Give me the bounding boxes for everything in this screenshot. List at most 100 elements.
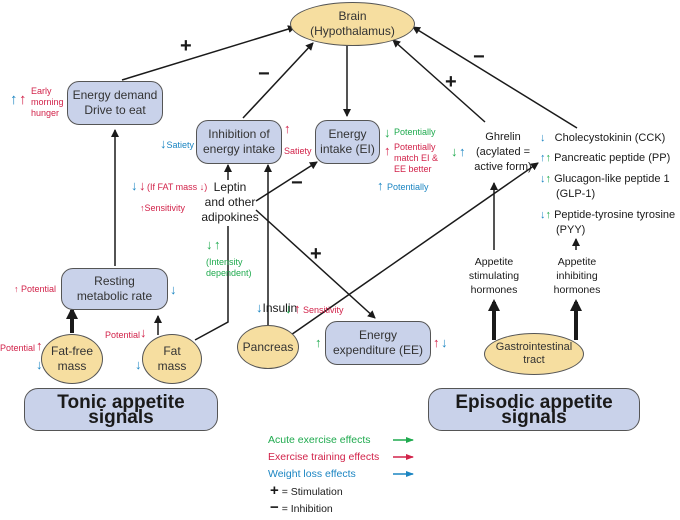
sensitivity-up-arrow-icon: ↑: [140, 203, 145, 213]
minus-sign-intake: −: [291, 172, 303, 194]
ei-match-training: Potentially match EI & EE better: [394, 142, 438, 175]
insulin-down-arrow-icon: ↓: [256, 300, 263, 315]
minus-icon: −: [270, 499, 279, 516]
rmr-label-1: Resting: [94, 274, 135, 288]
if-fat-mass-text: (If FAT mass: [147, 182, 198, 192]
plus-sign-expenditure: +: [310, 243, 322, 265]
fat-label-1: Fat: [163, 344, 181, 358]
rmr-up-arrow-icon: ↑: [14, 284, 19, 294]
legend-training: Exercise training effects: [268, 451, 380, 463]
pp-up-arrow-icon: ↑: [540, 152, 546, 164]
match-text-2: match EI &: [394, 153, 439, 163]
satiety-training: Satiety: [284, 146, 312, 156]
early-text: Early: [31, 86, 52, 96]
ghrelin-label-2: (acylated =: [475, 146, 531, 158]
hormone-pyy-abbr: (PYY): [556, 223, 585, 238]
ei-potentially-weightloss: Potentially: [387, 182, 429, 192]
tonic-label: Tonic appetite signals: [57, 391, 185, 428]
inhibition-text: = Inhibition: [281, 503, 333, 515]
hormone-glp1: ↓↑ Glucagon-like peptide 1: [540, 172, 670, 187]
ghrelin-label-3: active form): [474, 161, 532, 173]
if-fat-mass-note: (If FAT mass ↓): [147, 182, 208, 192]
ghrelin-up-arrow-icon: ↑: [459, 144, 466, 159]
stim-label-3: hormones: [470, 284, 518, 296]
leptin-down-arrow-blue-icon: ↓: [131, 178, 138, 193]
satiety-blue-text: Satiety: [166, 140, 195, 150]
ei-up-arrow-blue-icon: ↑: [377, 178, 384, 193]
glp1-abbr-text: (GLP-1): [556, 188, 596, 200]
ghrelin-down-arrow-icon: ↓: [451, 144, 458, 159]
ffm-up-arrow-icon: ↑: [36, 338, 43, 353]
match-text-1: Potentially: [394, 142, 436, 152]
edge-ghrelin-to-brain: [392, 39, 486, 123]
ei-down-arrow-icon: ↓: [384, 125, 391, 140]
tonic-signals-box: Tonic appetite signals: [24, 388, 218, 431]
pyy-text: Peptide-tyrosine tyrosine: [554, 209, 676, 221]
edge-pancreas-to-pp: [287, 162, 539, 338]
fat-label-2: mass: [157, 359, 187, 373]
appetite-inhibiting-node: Appetite inhibiting hormones: [543, 255, 611, 297]
brain-node: Brain(Hypothalamus): [290, 2, 415, 46]
rmr-potential: ↑ Potential: [14, 284, 56, 295]
leptin-label-3: adipokines: [201, 210, 259, 224]
rmr-down-arrow-icon: ↓: [170, 282, 177, 297]
hormone-pp: ↑↑ Pancreatic peptide (PP): [540, 151, 670, 166]
glp1-up-arrow-icon: ↑: [545, 173, 552, 185]
hormone-pyy: ↓↑ Peptide-tyrosine tyrosine: [540, 208, 675, 223]
inhibition-label-1: Inhibition of: [208, 127, 270, 141]
leptin-down-arrow-red-icon: ↓: [139, 178, 146, 193]
stim-label-1: Appetite: [474, 256, 514, 268]
demand-up-arrow-red-icon: ↑: [19, 91, 27, 108]
brain-label-1: Brain: [338, 9, 367, 23]
hormone-glp1-abbr: (GLP-1): [556, 187, 595, 202]
plus-icon: +: [270, 482, 279, 499]
stim-label-2: stimulating: [468, 270, 520, 282]
edge-demand-to-brain: [121, 25, 296, 81]
insulin-sensitivity: Sensitivity: [303, 305, 344, 315]
insulin-down-arrow-green-icon: ↓: [285, 301, 292, 316]
appetite-stimulating-node: Appetite stimulating hormones: [460, 255, 528, 297]
cck-down-arrow-icon: ↓: [540, 132, 546, 144]
pancreas-node: Pancreas: [237, 325, 299, 369]
edge-fat-to-leptin: [194, 226, 229, 341]
leptin-node: Leptin and other adipokines: [200, 180, 260, 225]
insulin-up-arrow-red-icon: ↑: [294, 301, 301, 316]
edge-hormones-to-brain: [412, 26, 578, 129]
fat-down-arrow-red-icon: ↓: [140, 325, 147, 340]
ghrelin-label-1: Ghrelin: [485, 131, 521, 143]
ee-up-arrow-red-icon: ↑: [433, 335, 440, 350]
edge-leptin-to-intake: [255, 161, 318, 202]
match-text-3: EE better: [394, 164, 432, 174]
legend-inhibition: − = Inhibition: [270, 499, 333, 516]
pyy-up-arrow-icon: ↑: [545, 209, 552, 221]
pyy-abbr-text: (PYY): [556, 224, 586, 236]
gi-label-1: Gastrointestinal: [495, 341, 573, 353]
inhib-label-3: hormones: [553, 284, 601, 296]
insulin-text: Insulin: [262, 301, 298, 315]
plus-sign-ghrelin: +: [445, 71, 457, 93]
intensity-text-1: (Intensity: [206, 257, 243, 267]
intensity-dependent-note: (Intensity dependent): [206, 257, 252, 279]
legend-acute: Acute exercise effects: [268, 434, 371, 446]
drive-to-eat-label: Drive to eat: [84, 103, 146, 117]
energy-demand-label: Energy demand: [72, 88, 158, 102]
minus-sign-inhibition: −: [258, 63, 270, 85]
morning-text: morning: [31, 97, 64, 107]
ee-label-2: expenditure (EE): [332, 343, 424, 357]
glp1-down-arrow-icon: ↓: [540, 173, 546, 185]
pp-text: Pancreatic peptide (PP): [554, 152, 671, 164]
demand-up-arrow-blue-icon: ↑: [10, 91, 18, 108]
intensity-text-2: dependent): [206, 268, 252, 278]
glp1-text: Glucagon-like peptide 1: [554, 173, 670, 185]
ee-up-arrow-green-icon: ↑: [315, 335, 322, 350]
satiety-up-arrow-icon: ↑: [284, 121, 291, 136]
inhibition-label-2: energy intake: [202, 142, 276, 156]
episodic-label: Episodic appetite signals: [455, 391, 613, 428]
